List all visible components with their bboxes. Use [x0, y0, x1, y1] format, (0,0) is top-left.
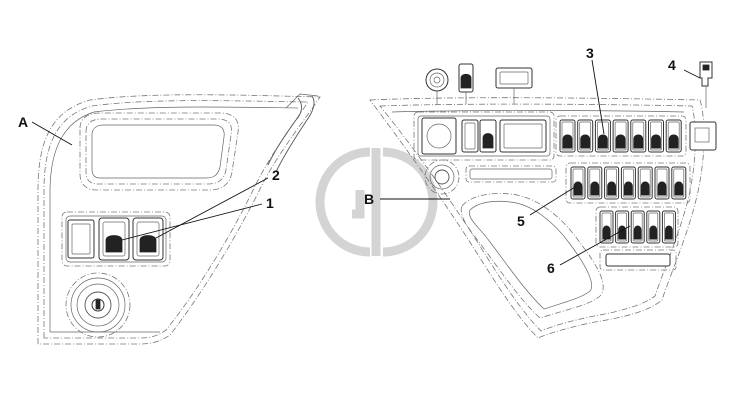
- rocker-switch: [587, 166, 603, 200]
- callout-label-3: 3: [586, 45, 594, 61]
- rocker-switch: [671, 166, 687, 200]
- rocker-switch: [630, 210, 645, 244]
- rocker-switch: [648, 119, 664, 153]
- left-dash-panel: [37, 93, 321, 345]
- callout-label-1: 1: [266, 195, 274, 211]
- rocker-switch: [630, 119, 647, 153]
- rocker-switch: [615, 210, 630, 244]
- callout-label-5: 5: [517, 213, 525, 229]
- callout-label-a: A: [18, 114, 28, 130]
- right-dash-panel: [369, 61, 717, 339]
- rocker-switch: [637, 166, 653, 200]
- callout-label-2: 2: [272, 167, 280, 183]
- rocker-switch: [661, 210, 676, 244]
- rocker-switch: [599, 210, 614, 244]
- rocker-switch: [654, 166, 670, 200]
- callout-label-b: B: [364, 191, 374, 207]
- rocker-switch: [646, 210, 661, 244]
- rocker-switch: [559, 119, 576, 153]
- rocker-switch: [665, 119, 682, 153]
- callout-label-6: 6: [547, 260, 555, 276]
- callout-label-4: 4: [668, 57, 676, 73]
- rocker-switch: [620, 166, 636, 200]
- leader-lines: [31, 59, 701, 266]
- rocker-switch: [612, 119, 629, 153]
- cd-logo-watermark-icon: [315, 147, 438, 257]
- rocker-switch: [577, 119, 594, 153]
- rocker-switch: [594, 119, 611, 153]
- rocker-switch: [604, 166, 620, 200]
- rocker-switch: [570, 166, 586, 200]
